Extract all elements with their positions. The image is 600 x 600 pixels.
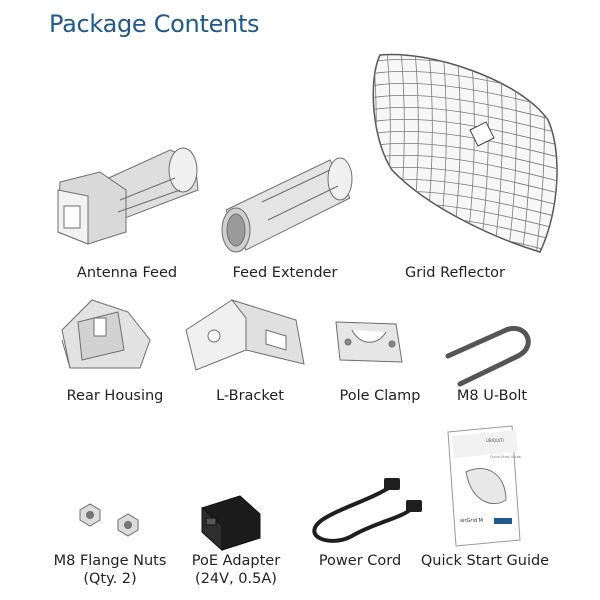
quick-start-guide-label: Quick Start Guide [420,553,550,569]
antenna-feed-label: Antenna Feed [76,265,178,281]
guide-footer-text: Quick Start Guide [490,455,521,459]
rear-housing-label: Rear Housing [66,388,164,404]
power-cord-label: Power Cord [318,553,402,569]
poe-adapter-sublabel: (24V, 0.5A) [195,571,277,587]
l-bracket-label: L-Bracket [216,388,284,404]
page-title: Package Contents [49,10,260,38]
flange-nuts-label: M8 Flange Nuts [53,553,167,569]
poe-adapter-label: PoE Adapter [191,553,281,569]
grid-reflector-label: Grid Reflector [405,265,505,281]
pole-clamp-label: Pole Clamp [339,388,421,404]
guide-product-text: airGrid M [460,518,483,524]
feed-extender-label: Feed Extender [232,265,338,281]
u-bolt-label: M8 U-Bolt [456,388,528,404]
guide-brand-text: UBIQUITI [486,438,504,443]
flange-nuts-sublabel: (Qty. 2) [83,571,137,587]
